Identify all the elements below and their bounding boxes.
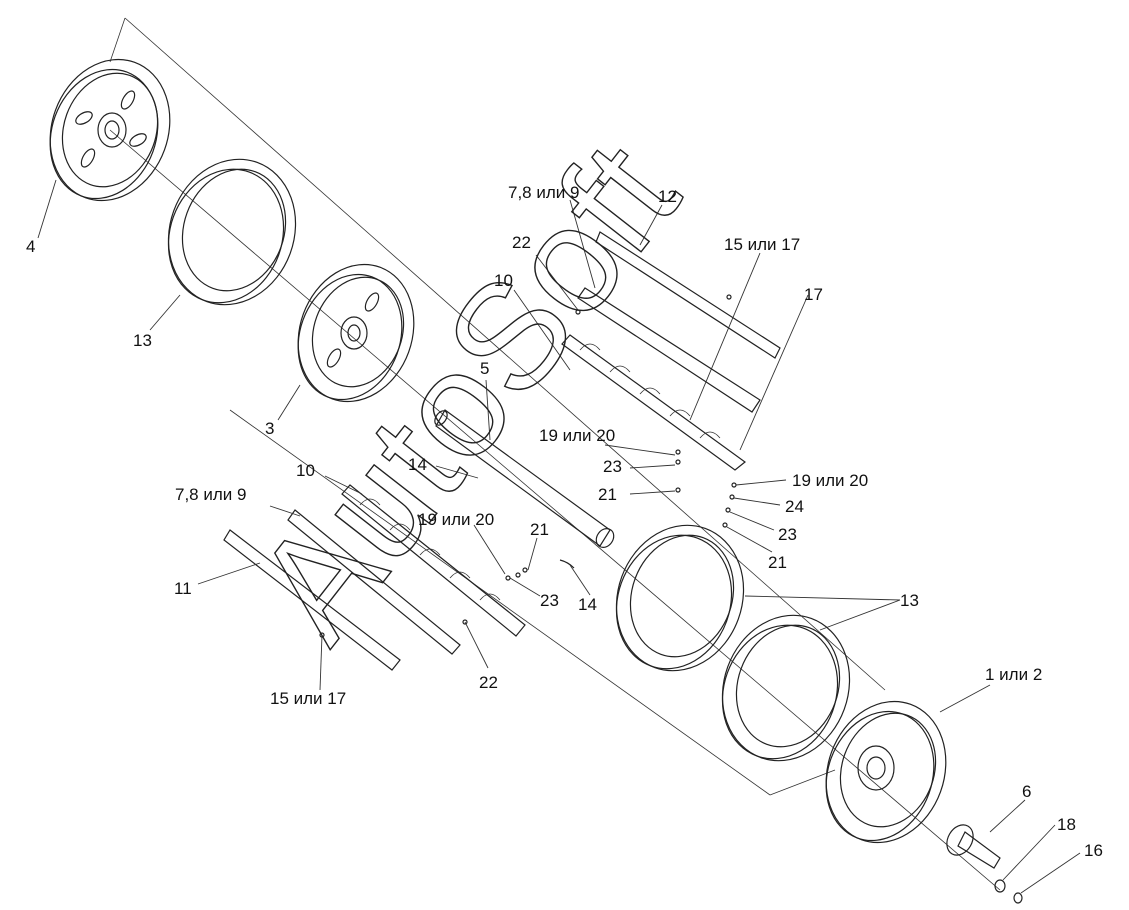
callout-22-upper: 22 xyxy=(512,233,531,252)
callout-23-right: 23 xyxy=(778,525,797,544)
callout-21-right: 21 xyxy=(768,553,787,572)
callout-15-or-17-lower: 15 или 17 xyxy=(270,689,346,708)
callout-10-upper: 10 xyxy=(494,271,513,290)
callout-22-lower: 22 xyxy=(479,673,498,692)
leader-lines xyxy=(37,179,1081,894)
assembly-guide-lines xyxy=(109,17,1001,891)
callout-13-upper: 13 xyxy=(133,331,152,350)
callout-16: 16 xyxy=(1084,841,1103,860)
callout-19-or-20-upper: 19 или 20 xyxy=(539,426,615,445)
callout-1-or-2: 1 или 2 xyxy=(985,665,1042,684)
upper-bar-assembly xyxy=(561,231,781,471)
callout-4: 4 xyxy=(26,237,35,256)
callout-21-upper: 21 xyxy=(598,485,617,504)
callout-6: 6 xyxy=(1022,782,1031,801)
callout-23-lower: 23 xyxy=(540,591,559,610)
tire-ring-part-13-lower-b xyxy=(721,614,851,762)
wheel-part-3 xyxy=(297,263,415,403)
callout-7-8-or-9-upper: 7,8 или 9 xyxy=(508,183,579,202)
callout-3: 3 xyxy=(265,419,274,438)
tire-ring-part-13-upper xyxy=(167,158,297,306)
callout-14-lower: 14 xyxy=(578,595,597,614)
callout-7-8-or-9-lower: 7,8 или 9 xyxy=(175,485,246,504)
callout-23-upper: 23 xyxy=(603,457,622,476)
callout-14-upper: 14 xyxy=(408,455,427,474)
shaft-part-5 xyxy=(434,409,615,548)
hub-part-6 xyxy=(946,824,1001,869)
callout-5: 5 xyxy=(480,359,489,378)
fasteners xyxy=(319,294,737,638)
wheel-part-4 xyxy=(49,58,171,202)
callout-15-or-17-upper: 15 или 17 xyxy=(724,235,800,254)
callout-11: 11 xyxy=(174,579,192,598)
callout-10-lower: 10 xyxy=(296,461,315,480)
lower-bar-assembly xyxy=(223,484,526,671)
callout-19-or-20-lower: 19 или 20 xyxy=(418,510,494,529)
callout-12: 12 xyxy=(658,187,677,206)
callout-19-or-20-right: 19 или 20 xyxy=(792,471,868,490)
callout-21-lower: 21 xyxy=(530,520,549,539)
callout-labels: 4 13 3 5 7,8 или 9 12 22 10 15 или 17 17… xyxy=(26,183,1103,860)
bolt-part-16 xyxy=(1013,892,1023,904)
callout-17: 17 xyxy=(804,285,823,304)
callout-13-lower: 13 xyxy=(900,591,919,610)
callout-18: 18 xyxy=(1057,815,1076,834)
wheel-part-1-or-2 xyxy=(825,700,947,844)
tire-ring-part-13-lower-a xyxy=(615,524,745,672)
callout-24: 24 xyxy=(785,497,804,516)
washer-part-18 xyxy=(994,879,1006,893)
